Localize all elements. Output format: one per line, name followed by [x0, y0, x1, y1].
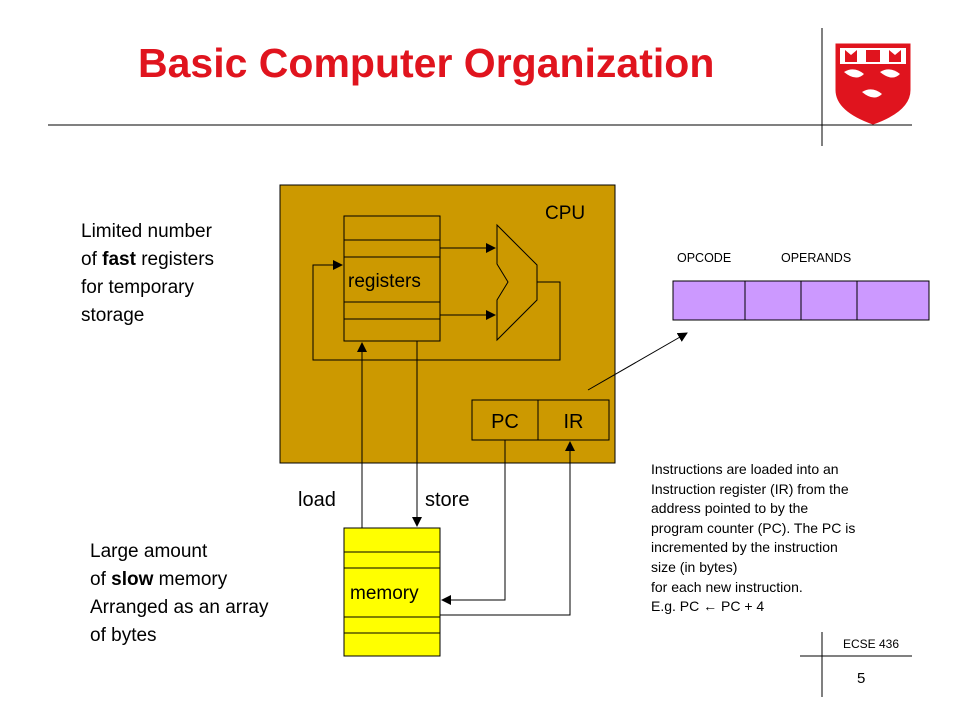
cpu-label: CPU: [545, 203, 586, 224]
course-code: ECSE 436: [843, 637, 900, 651]
ir-box: [537, 399, 610, 441]
registers-label: registers: [348, 271, 421, 292]
alu-shape: [496, 223, 538, 342]
ir-to-instruction-arrow: [587, 332, 688, 391]
operands-label: OPERANDS: [781, 251, 852, 265]
store-label: store: [425, 489, 470, 511]
load-label: load: [298, 489, 336, 511]
pc-to-memory-arrow: [441, 440, 506, 605]
registers-note: Limited number of fast registers for tem…: [81, 221, 215, 326]
left-arrow-icon: ←: [703, 598, 718, 615]
pc-box: [471, 399, 539, 441]
ir-label: IR: [563, 411, 584, 433]
instruction-format: [672, 280, 930, 321]
memory-label: memory: [350, 583, 419, 604]
registers-stack: [343, 215, 441, 342]
page-number: 5: [857, 670, 866, 687]
memory-to-ir-arrow: [440, 441, 575, 616]
fast-emphasis: fast: [102, 249, 136, 270]
slow-emphasis: slow: [111, 569, 154, 590]
alu-feedback-arrow: [312, 260, 561, 361]
page-title: Basic Computer Organization: [138, 40, 715, 86]
university-crest-logo: [835, 43, 911, 125]
instruction-note: Instructions are loaded into an Instruct…: [651, 461, 856, 615]
memory-stack: [343, 527, 441, 657]
pc-label: PC: [491, 411, 519, 433]
memory-note: Large amount of slow memory Arranged as …: [90, 541, 269, 646]
opcode-label: OPCODE: [677, 251, 732, 265]
